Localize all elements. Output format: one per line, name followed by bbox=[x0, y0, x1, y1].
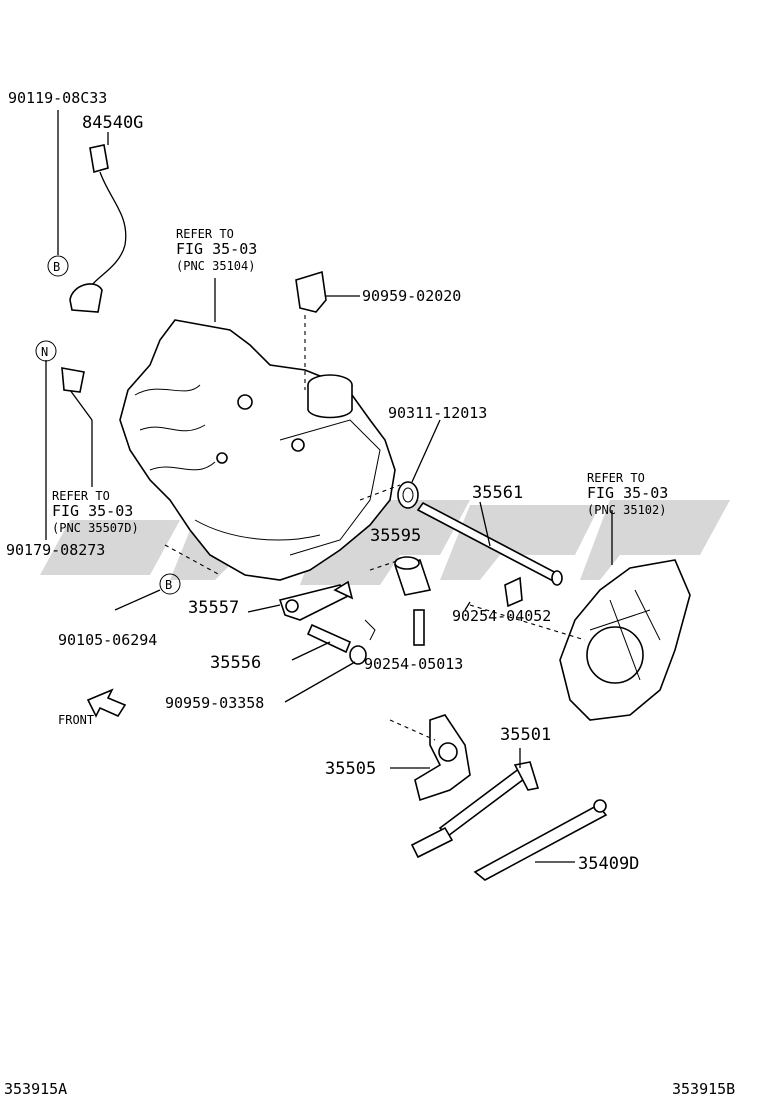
control-rod bbox=[410, 761, 540, 859]
link-bar bbox=[473, 799, 608, 881]
side-cover bbox=[559, 559, 691, 721]
marker-b-top-text: B bbox=[53, 260, 60, 274]
refer-1-line-1: REFER TO bbox=[176, 227, 234, 241]
pin-part bbox=[504, 576, 523, 608]
refer-3-line-1: REFER TO bbox=[587, 471, 645, 485]
label-90119-08C33: 90119-08C33 bbox=[8, 89, 107, 107]
marker-b-top: B bbox=[47, 255, 69, 277]
label-84540G: 84540G bbox=[82, 113, 143, 133]
oil-seal bbox=[397, 419, 441, 509]
label-90959-03358: 90959-03358 bbox=[165, 694, 264, 712]
refer-3-line-2: FIG 35-03 bbox=[587, 484, 668, 502]
label-35557: 35557 bbox=[188, 598, 239, 618]
label-35409D: 35409D bbox=[578, 854, 639, 874]
refer-note-2: REFER TO FIG 35-03 (PNC 35507D) bbox=[52, 489, 139, 535]
label-90311-12013: 90311-12013 bbox=[388, 404, 487, 422]
clip-part bbox=[295, 270, 360, 313]
refer-3-line-3: (PNC 35102) bbox=[587, 503, 666, 517]
leader-lines bbox=[45, 110, 613, 863]
clip-n-part bbox=[61, 367, 85, 393]
front-arrow: FRONT bbox=[58, 688, 127, 727]
marker-b-bottom: B bbox=[159, 573, 181, 595]
footer-right: 353915B bbox=[672, 1080, 735, 1098]
label-35561: 35561 bbox=[472, 483, 523, 503]
dashed-guides bbox=[164, 315, 586, 741]
label-90959-02020: 90959-02020 bbox=[362, 287, 461, 305]
selector-lever bbox=[414, 714, 471, 802]
bushing-part bbox=[393, 556, 432, 596]
label-90254-05013: 90254-05013 bbox=[364, 655, 463, 673]
part-labels: 90119-08C33 84540G 90959-02020 90311-120… bbox=[6, 89, 639, 874]
transaxle-case bbox=[119, 319, 396, 581]
marker-n-text: N bbox=[41, 345, 48, 359]
pin-part-2 bbox=[413, 609, 425, 646]
front-label: FRONT bbox=[58, 713, 94, 727]
label-35595: 35595 bbox=[370, 526, 421, 546]
sensor-harness bbox=[69, 132, 127, 313]
label-90179-08273: 90179-08273 bbox=[6, 541, 105, 559]
label-90254-04052: 90254-04052 bbox=[452, 607, 551, 625]
refer-1-line-3: (PNC 35104) bbox=[176, 259, 255, 273]
lever-part bbox=[278, 580, 354, 621]
marker-b-bottom-text: B bbox=[165, 578, 172, 592]
refer-note-1: REFER TO FIG 35-03 (PNC 35104) bbox=[176, 227, 257, 273]
marker-n: N bbox=[35, 340, 57, 362]
refer-2-line-2: FIG 35-03 bbox=[52, 502, 133, 520]
shaft-part bbox=[306, 619, 376, 665]
refer-2-line-1: REFER TO bbox=[52, 489, 110, 503]
label-35501: 35501 bbox=[500, 725, 551, 745]
refer-2-line-3: (PNC 35507D) bbox=[52, 521, 139, 535]
label-35505: 35505 bbox=[325, 759, 376, 779]
footer-left: 353915A bbox=[4, 1080, 67, 1098]
shift-shaft bbox=[416, 501, 563, 586]
refer-1-line-2: FIG 35-03 bbox=[176, 240, 257, 258]
refer-note-3: REFER TO FIG 35-03 (PNC 35102) bbox=[587, 471, 668, 517]
label-35556: 35556 bbox=[210, 653, 261, 673]
label-90105-06294: 90105-06294 bbox=[58, 631, 157, 649]
